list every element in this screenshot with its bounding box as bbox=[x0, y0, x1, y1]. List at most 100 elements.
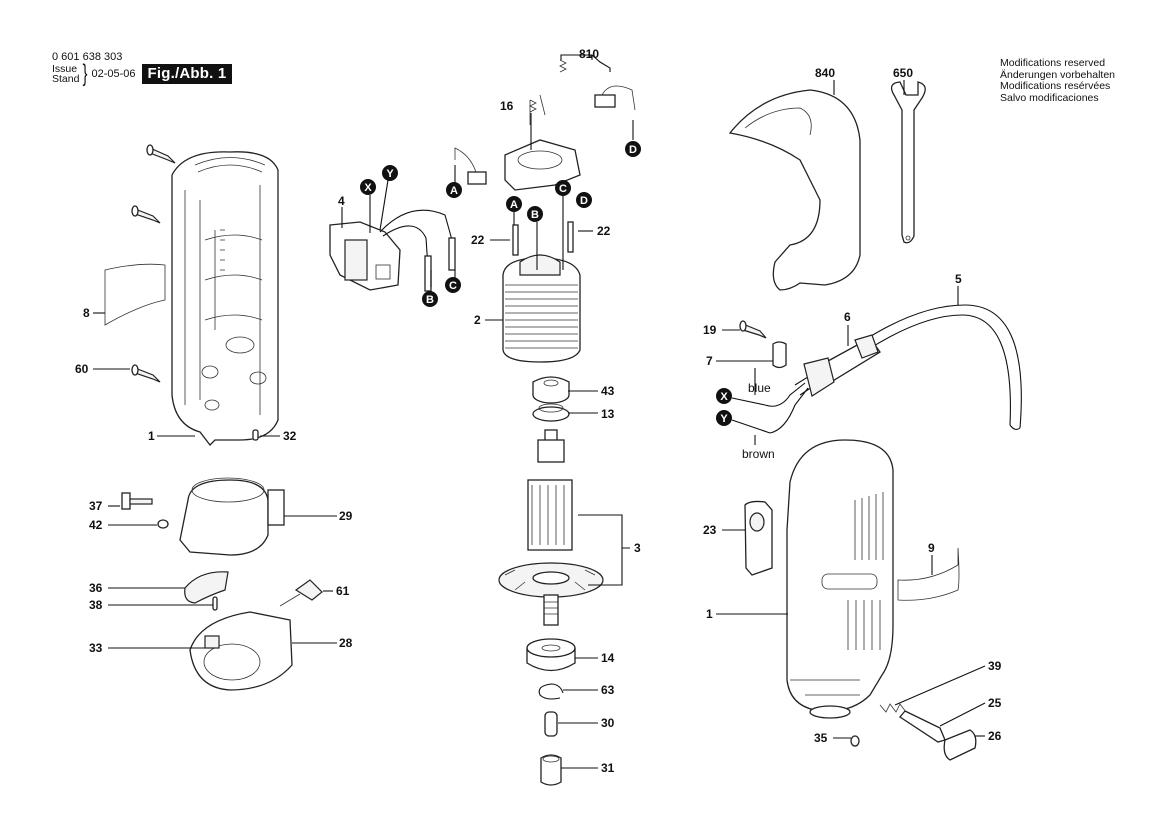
callout-32: 32 bbox=[283, 429, 297, 443]
lever-part bbox=[184, 571, 229, 604]
callout-61: 61 bbox=[336, 584, 350, 598]
callout-31: 31 bbox=[601, 761, 615, 775]
wrench-part bbox=[890, 81, 926, 244]
housing-half-part bbox=[171, 151, 279, 446]
connector-disc-label: Y bbox=[386, 168, 394, 180]
callout-16: 16 bbox=[500, 99, 514, 113]
callout-60: 60 bbox=[75, 362, 89, 376]
label-sticker-part bbox=[897, 547, 960, 601]
circlip-part bbox=[538, 683, 564, 700]
issue-date: 02-05-06 bbox=[91, 68, 136, 80]
spring-part bbox=[529, 99, 537, 113]
callout-650: 650 bbox=[893, 66, 913, 80]
callout-22-right: 22 bbox=[597, 224, 611, 238]
notice-line-de: Änderungen vorbehalten bbox=[1000, 68, 1116, 81]
connector-disc-label: D bbox=[629, 144, 637, 156]
callout-810: 810 bbox=[579, 47, 599, 61]
cord-sleeve-part bbox=[803, 334, 881, 397]
connector-disc-label: B bbox=[531, 209, 539, 221]
connector-disc-x: X bbox=[716, 388, 732, 404]
base-part bbox=[189, 611, 293, 691]
callout-19: 19 bbox=[703, 323, 717, 337]
connector-disc-x: X bbox=[360, 179, 376, 195]
callout-13: 13 bbox=[601, 407, 615, 421]
washer-part bbox=[157, 519, 169, 529]
connector-disc-c: C bbox=[445, 277, 461, 293]
screw-part bbox=[131, 205, 161, 224]
connector-disc-d: D bbox=[576, 192, 592, 208]
connector-disc-label: X bbox=[720, 391, 728, 403]
spindle-lock-pin-part bbox=[899, 710, 946, 743]
pin-part bbox=[212, 596, 218, 611]
callout-26: 26 bbox=[988, 729, 1002, 743]
connector-disc-label: A bbox=[450, 185, 458, 197]
carbon-brush-part bbox=[454, 147, 487, 185]
callout-bracket bbox=[560, 54, 611, 72]
connector-disc-d: D bbox=[625, 141, 641, 157]
brush-holder-part bbox=[504, 94, 581, 191]
screw-part bbox=[131, 364, 161, 383]
notice-line-es: Salvo modificaciones bbox=[1000, 91, 1099, 104]
leader-line bbox=[731, 419, 771, 434]
wire-label-brown: brown bbox=[742, 447, 775, 461]
connector-disc-c: C bbox=[555, 180, 571, 196]
label-sticker-part bbox=[104, 263, 166, 326]
callout-30: 30 bbox=[601, 716, 615, 730]
washer-part bbox=[850, 735, 860, 747]
screw-part bbox=[739, 320, 767, 339]
document-number: 0 601 638 303 bbox=[52, 51, 123, 63]
leader-line bbox=[731, 397, 766, 406]
callout-28: 28 bbox=[339, 636, 353, 650]
callout-33: 33 bbox=[89, 641, 103, 655]
callout-42: 42 bbox=[89, 518, 103, 532]
connector-disc-a: A bbox=[506, 196, 522, 212]
clamp-ring-part bbox=[179, 477, 285, 556]
wing-screw-part bbox=[279, 579, 323, 607]
connector-disc-a: A bbox=[446, 182, 462, 198]
callout-1-motor-housing: 1 bbox=[706, 607, 713, 621]
leader-lines bbox=[93, 80, 986, 769]
figure-label: Fig./Abb. 1 bbox=[141, 64, 233, 84]
bolt-part bbox=[121, 492, 153, 510]
callout-25: 25 bbox=[988, 696, 1002, 710]
bearing-part bbox=[526, 638, 576, 672]
callout-37: 37 bbox=[89, 499, 103, 513]
connector-disc-label: X bbox=[364, 182, 372, 194]
callout-39: 39 bbox=[988, 659, 1002, 673]
connector-disc-y: Y bbox=[716, 410, 732, 426]
callout-38: 38 bbox=[89, 598, 103, 612]
callout-2: 2 bbox=[474, 313, 481, 327]
connector-disc-b: B bbox=[527, 206, 543, 222]
issue-label: Issue bbox=[52, 63, 78, 75]
pin-part bbox=[252, 429, 259, 441]
bearing-cap-part bbox=[532, 376, 570, 404]
collet-part bbox=[544, 711, 558, 737]
motor-housing-part bbox=[786, 439, 894, 719]
callout-43: 43 bbox=[601, 384, 615, 398]
callout-29: 29 bbox=[339, 509, 353, 523]
connector-disc-label: D bbox=[580, 195, 588, 207]
connector-disc-label: B bbox=[426, 294, 434, 306]
spring-part bbox=[879, 703, 907, 713]
callout-1-housing-half: 1 bbox=[148, 429, 155, 443]
armature-part bbox=[498, 429, 604, 626]
callout-7: 7 bbox=[706, 354, 713, 368]
callout-840: 840 bbox=[815, 66, 835, 80]
wire-label-blue: blue bbox=[748, 381, 771, 395]
end-cap-part bbox=[728, 89, 861, 291]
switch-part bbox=[329, 209, 456, 292]
issue-block: Issue Stand } 02-05-06 Fig./Abb. 1 bbox=[52, 62, 233, 86]
notice-line-en: Modifications reserved bbox=[1000, 57, 1106, 69]
connector-disc-label: C bbox=[449, 280, 457, 292]
lock-button-part bbox=[943, 729, 977, 761]
carbon-brush-part bbox=[594, 85, 636, 111]
issue-labels: Issue Stand bbox=[52, 63, 79, 85]
callout-63: 63 bbox=[601, 683, 615, 697]
connector-disc-label: A bbox=[510, 199, 518, 211]
callout-36: 36 bbox=[89, 581, 103, 595]
power-cord-part bbox=[794, 304, 1022, 430]
callout-14: 14 bbox=[601, 651, 615, 665]
connector-disc-y: Y bbox=[382, 165, 398, 181]
bearing-part bbox=[532, 403, 570, 422]
